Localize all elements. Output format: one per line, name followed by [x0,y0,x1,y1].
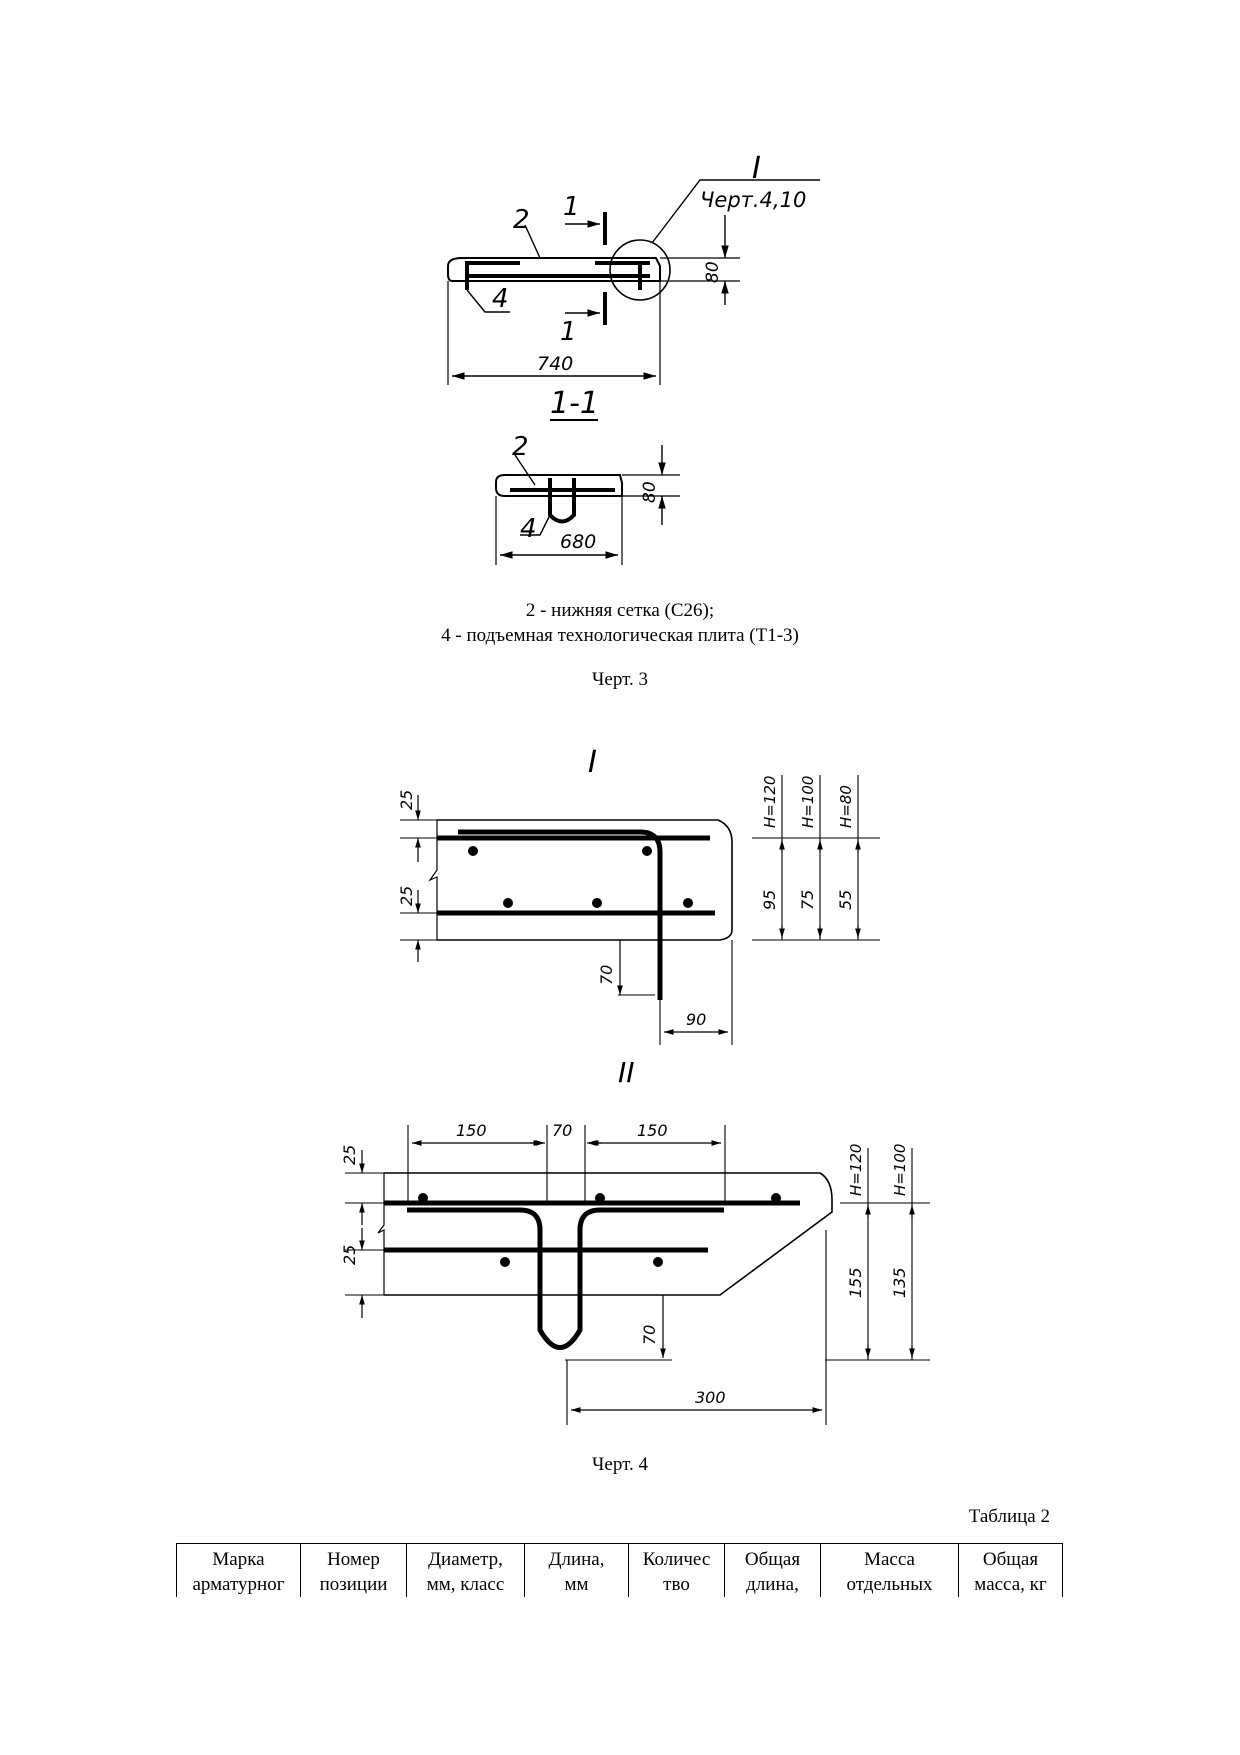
section-position-2-label: 2 [512,432,529,462]
detail-II-dim-150-left: 150 [456,1121,487,1140]
detail-II-title: II [618,1056,635,1089]
detail-II-dim-150-right: 150 [637,1121,668,1140]
detail-I-rebar-dot [468,846,478,856]
detail-II-lifting-loop [407,1207,724,1350]
table-header-cell: Длина,мм [524,1543,629,1597]
figure-4-caption: Черт. 4 [592,1454,648,1475]
detail-I-dim-90: 90 [686,1010,706,1029]
figure-3-caption: Черт. 3 [592,669,648,690]
detail-II-h-label-1: H=120 [847,1144,865,1196]
slab-plan-outline [447,257,661,282]
section-position-4-label: 4 [520,514,537,544]
detail-II-rebar-dot [771,1193,781,1203]
detail-II-h-label-2: H=100 [891,1144,909,1196]
section-dim-height-label: 80 [640,481,660,503]
detail-II-dim-70-top: 70 [552,1121,572,1140]
detail-II-rebar-dot [653,1257,663,1267]
detail-I-dim-25-top: 25 [397,790,416,810]
detail-leader [651,179,820,244]
position-4-label: 4 [492,284,509,314]
position-2-label: 2 [513,205,530,235]
detail-I-h-label-3: H=80 [837,785,855,828]
detail-I-rebar-dot [642,846,652,856]
detail-I-dim-70: 70 [597,965,616,985]
detail-I-h-value-2: 75 [798,890,817,910]
detail-I-slab-outline [437,819,733,941]
detail-I-title: I [588,745,597,780]
detail-I-rebar-dot [683,898,693,908]
section-lifting-loop [548,478,576,524]
section-slab-outline [495,474,623,497]
detail-I-h-value-3: 55 [836,890,855,910]
figure-3-legend-line-2: 4 - подъемная технологическая плита (Т1-… [441,625,799,646]
detail-I-h-value-1: 95 [760,890,779,910]
figure-4-drawing: I 25 25 70 90 H=120 H=100 H=80 95 75 55 [340,745,930,1425]
detail-II-h-value-1: 155 [846,1267,865,1298]
section-mark-top-label: 1 [563,192,580,222]
detail-II-slab-outline [384,1172,833,1296]
detail-I-lifting-bar [458,829,663,1000]
detail-II-dim-25-bottom: 25 [340,1245,359,1265]
detail-II-h-value-2: 135 [890,1267,909,1298]
section-title: 1-1 [550,386,599,421]
detail-I-dim-25-bottom: 25 [397,886,416,906]
section-dim-length-label: 680 [560,531,596,553]
figure-3-legend-line-1: 2 - нижняя сетка (С26); [525,600,715,621]
detail-I-rebar-dot [592,898,602,908]
dim-height-label: 80 [703,261,723,283]
detail-II-rebar-dot [500,1257,510,1267]
figure-3-drawing: I Черт.4,10 1 1 2 4 80 740 1-1 2 4 80 68… [447,151,820,565]
table-header-cell: Диаметр,мм, класс [406,1543,525,1597]
table-2-title: Таблица 2 [968,1506,1050,1527]
detail-II-dim-300: 300 [695,1388,726,1407]
detail-II-dim-25-top: 25 [340,1145,359,1165]
detail-circle [609,239,671,301]
detail-II-dim-70: 70 [640,1325,659,1345]
detail-I-h-label-2: H=100 [799,776,817,828]
detail-I-h-label-1: H=120 [761,776,779,828]
dim-length-label: 740 [537,353,573,375]
detail-II-rebar-dot [595,1193,605,1203]
section-mark-bottom-label: 1 [560,317,577,347]
detail-II-rebar-dot [418,1193,428,1203]
leader-ref-text: Черт.4,10 [700,188,806,212]
leader-label-I: I [752,151,761,186]
detail-I-rebar-dot [503,898,513,908]
